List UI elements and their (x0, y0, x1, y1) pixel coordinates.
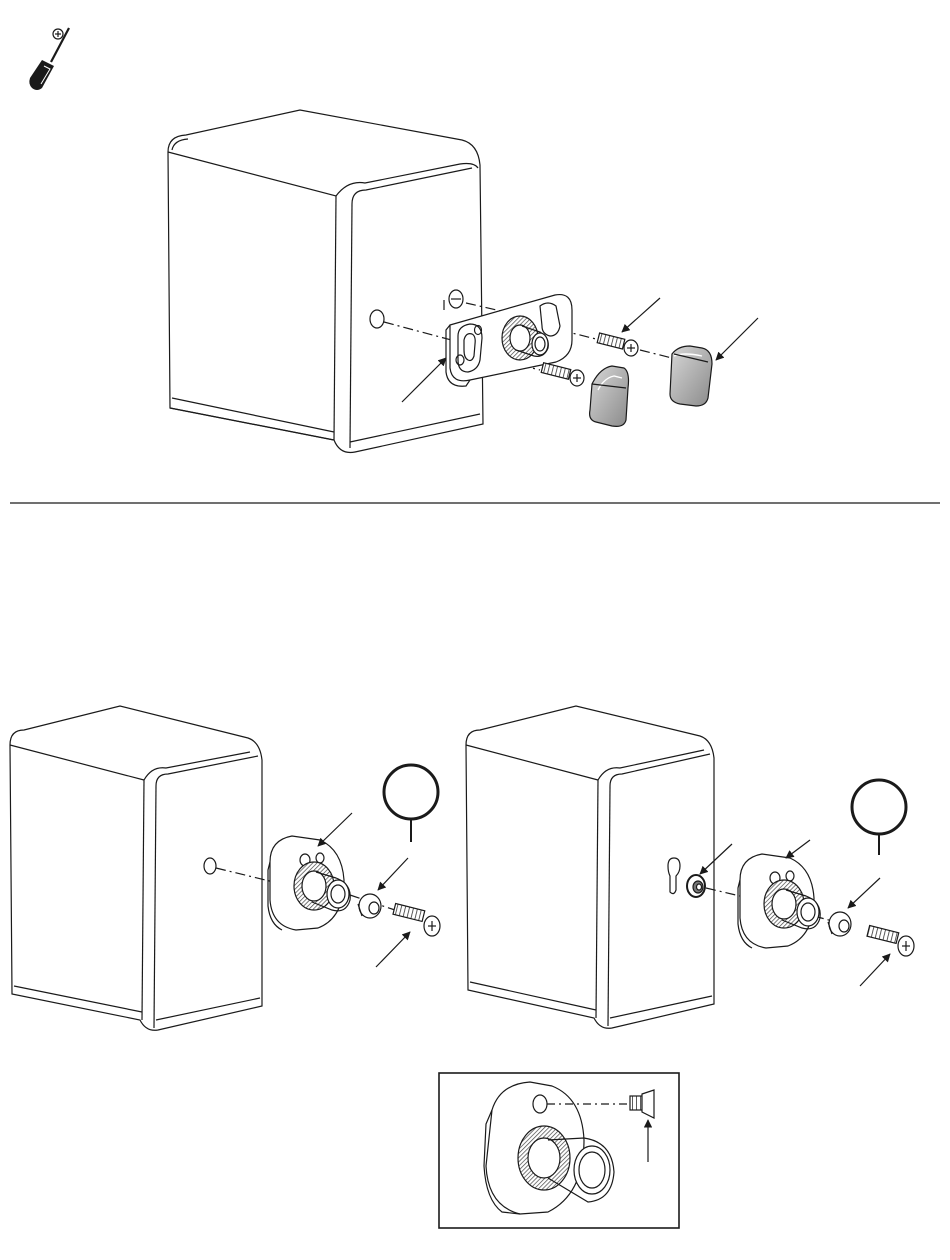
leader-arrow-mount (318, 813, 352, 846)
bottom-left-panel (10, 706, 440, 1030)
alignment-line (640, 350, 672, 358)
mounting-stud (687, 875, 705, 897)
top-panel (168, 110, 758, 453)
circle-callout-right (852, 780, 906, 855)
leader-arrow-washer (378, 858, 408, 890)
speaker-cabinet-bottom-left (10, 706, 262, 1030)
leader-arrow-washer (848, 878, 880, 908)
round-mount-left (268, 836, 350, 930)
leader-arrow-screw (376, 932, 410, 967)
leader-arrow-bracket (402, 358, 446, 402)
screw-cap-lower (590, 366, 629, 426)
washer-left (358, 894, 381, 918)
speaker-cabinet-bottom-right (466, 706, 714, 1028)
round-mount-detail (484, 1082, 614, 1214)
phillips-screwdriver-icon (29, 28, 69, 90)
leader-arrow-screw (860, 954, 890, 986)
keyhole-slot (668, 858, 680, 894)
leader-arrow-mount (786, 840, 810, 858)
screw-lower (541, 363, 584, 386)
leader-arrow-cap (716, 318, 758, 360)
screw-upper (597, 333, 638, 356)
circle-callout-left (384, 765, 438, 842)
leader-arrow-stud (700, 844, 732, 874)
speaker-cabinet-top (168, 110, 483, 453)
screw-cap-upper (670, 346, 712, 406)
round-mount-right (738, 854, 820, 948)
set-screw (630, 1090, 654, 1118)
leader-arrow-screw (622, 298, 660, 332)
washer-right (828, 912, 851, 936)
bottom-right-panel (466, 706, 914, 1028)
screw-left (393, 904, 440, 936)
detail-inset (439, 1073, 679, 1228)
screw-right (867, 926, 914, 956)
alignment-line (706, 888, 740, 896)
